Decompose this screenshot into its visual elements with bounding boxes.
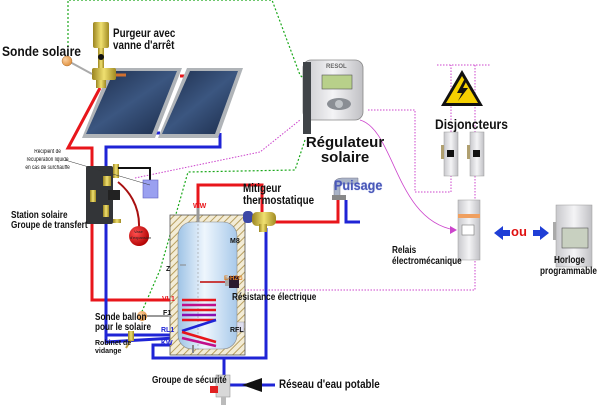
label-drain-line2: vidange [95,348,122,355]
label-relay-line2: électromécanique [392,256,462,267]
label-tank-sensor-line2: pour le solaire [95,322,152,333]
heater-box-icon [229,276,239,288]
tank-sensor-icon [137,311,147,321]
air-vent-valve [92,22,126,88]
tap-faucet-icon [332,177,359,200]
label-mixer-line1: Mitigeur [243,181,282,195]
signal-wire-relay [359,119,456,231]
label-water-supply: Réseau d'eau potable [279,377,380,391]
label-overflow-container-line2: récupération liquide [26,157,69,163]
circuit-breaker-2 [467,131,485,177]
label-controller-line2: solaire [320,149,370,166]
solar-pump-station [86,164,159,246]
programmable-timer-device [553,204,593,268]
cold-pipe-supply [222,358,275,387]
tag-m8: M8 [230,238,240,245]
solar-collector-1 [82,68,182,138]
hot-pipe-tank-to-mixer [196,183,264,215]
label-drain-line1: Robinet de [95,340,132,347]
inlet-arrow-icon [242,378,262,392]
tag-rfl: RFL [230,327,244,334]
sensor-wires [67,0,306,317]
relay-device [457,199,481,261]
high-voltage-warning-icon [441,70,483,106]
label-tank-sensor-line1: Sonde ballon [95,312,147,323]
tag-ww: WW [193,203,207,210]
recipient-leader-line [64,159,151,186]
thermostatic-mixer [243,211,276,232]
label-air-vent-line2: vanne d'arrêt [113,38,175,52]
tag-e-hzg: E-HZG [224,276,243,282]
hot-pipes [65,74,340,302]
solar-collector-2 [158,68,243,138]
tag-kw: KW [161,340,173,347]
label-or: ou [511,224,527,239]
label-safety-group: Groupe de sécurité [152,375,227,386]
hot-pipe-collector-to-station [65,87,175,302]
collector-sensor-cable [69,61,93,75]
expansion-vessel-icon [129,226,149,246]
cold-pipe-tap [344,200,360,224]
label-station-line1: Station solaire [11,210,68,221]
relay-arrow-head [450,226,457,234]
sensor-wire-collector [67,0,306,81]
label-expansion-vessel-line1: Vase [134,229,143,234]
cold-pipe-kw [151,228,268,360]
tag-rl1: RL1 [161,327,175,334]
solar-controller-device [302,59,364,134]
controller-brand: RESOL [326,64,347,70]
label-expansion-vessel-line2: d'expansion [130,235,152,240]
label-overflow-container-line3: en cas de surchauffe [25,165,70,171]
label-overflow-container-line1: Récipient de [34,149,61,155]
tag-vl1: VL1 [162,296,175,303]
label-tap: Puisage [334,177,383,193]
double-arrow-icon [494,226,549,240]
label-heater: Résistance électrique [232,292,317,303]
power-wire-pump [134,119,301,179]
tag-f1: F1 [163,310,172,317]
label-breakers: Disjoncteurs [435,116,508,132]
label-timer-line2: programmable [540,266,597,277]
hot-water-tank [160,208,246,356]
tag-z: Z [166,266,171,273]
label-air-vent-line1: Purgeur avec [113,26,176,40]
label-mixer-line2: thermostatique [243,193,315,207]
label-timer-line1: Horloge [554,255,585,266]
drain-valve-icon [125,331,134,349]
label-relay-line1: Relais [392,245,417,256]
safety-valve-group [210,374,231,405]
circuit-breaker-1 [441,131,459,177]
sensor-wire-tank [139,139,306,317]
label-station-line2: Groupe de transfert [11,220,88,231]
label-controller-line1: Régulateur [305,134,385,151]
hot-pipe-mixer-to-tap [275,200,340,224]
collector-sensor-icon [61,55,73,67]
label-collector-sensor: Sonde solaire [2,43,81,59]
